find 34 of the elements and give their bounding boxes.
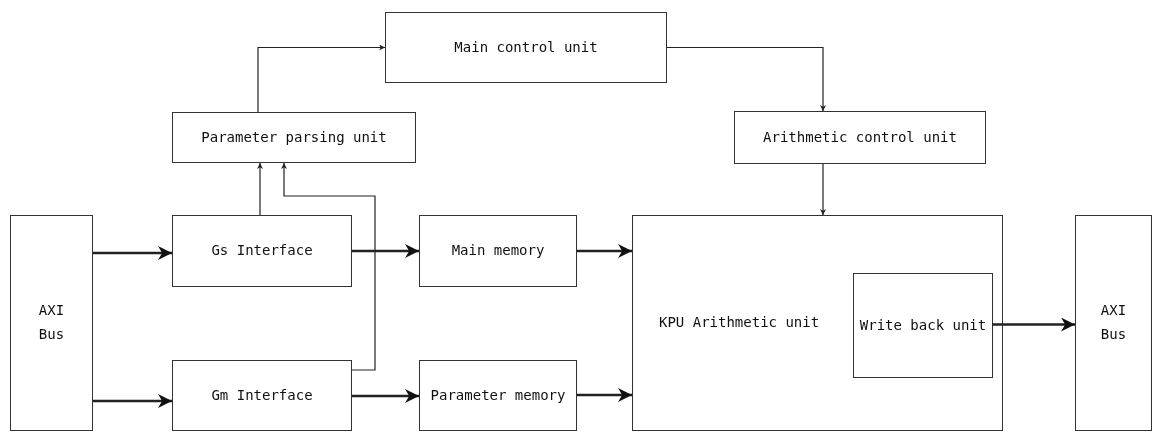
unit-block [632,215,1003,431]
arrow [257,44,386,113]
bus-box [1075,215,1152,431]
arrow [352,389,419,403]
node-label: Parameter parsing unit [201,127,387,147]
node-label: Gs Interface [211,241,313,261]
process-box [172,360,352,431]
node-label: Parameter memory [430,385,566,405]
node-label: KPU Arithmetic unit [659,313,820,333]
arrow [257,162,263,216]
process-box [853,273,993,378]
arrow [577,388,632,402]
node-label: AXI Bus [37,301,66,344]
arrow [577,244,632,258]
process-box [172,112,416,163]
process-box [419,360,577,431]
process-box [419,215,577,287]
arrow [666,46,826,112]
node-label: Gm Interface [211,385,313,405]
node-label: Write back unit [859,315,987,335]
node-label: Arithmetic control unit [763,127,957,147]
bus-box [10,215,93,431]
arrow [992,317,1075,332]
arrow [820,163,826,216]
arrow [352,244,419,258]
node-label: Main control unit [454,37,598,57]
process-box [385,12,667,83]
arrow [93,246,172,260]
arrow [281,162,376,371]
process-box [734,111,986,164]
node-label: Main memory [451,241,545,261]
node-label: AXI Bus [1099,301,1128,344]
process-box [172,215,352,287]
arrow [93,394,172,408]
